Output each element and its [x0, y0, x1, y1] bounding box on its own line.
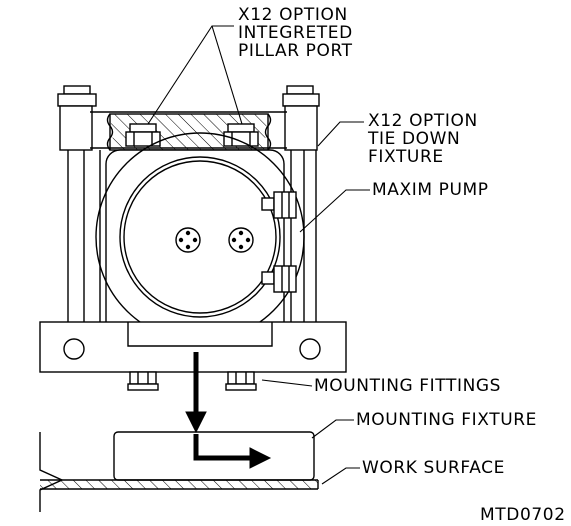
leader-pillar-port	[147, 25, 234, 125]
callout-maxim-pump: MAXIM PUMP	[372, 180, 489, 200]
placement-arrows	[185, 352, 272, 469]
leader-pillar-port-2	[211, 25, 243, 125]
leader-mounting-fixture	[311, 419, 354, 439]
leader-tie-down	[317, 121, 364, 147]
work-surface	[39, 432, 319, 512]
leader-work-surface	[321, 467, 360, 485]
left-tie-down-post	[57, 85, 101, 325]
leader-mounting-fittings	[261, 379, 313, 387]
mounting-fitting-right	[225, 371, 257, 391]
down-arrow-head	[185, 411, 207, 434]
leader-lines	[147, 25, 370, 485]
pump-side-port-lower	[261, 265, 297, 293]
pillar-port-fitting-right	[223, 123, 259, 147]
leader-maxim-pump	[299, 189, 370, 233]
callout-tie-down-fixture: X12 OPTION TIE DOWN FIXTURE	[368, 111, 478, 167]
pump-side-port-upper	[261, 191, 297, 219]
right-arrow	[193, 434, 252, 461]
mounting-fitting-left	[127, 371, 159, 391]
callout-mounting-fixture: MOUNTING FIXTURE	[356, 410, 538, 430]
drawing-number: MTD0702	[480, 505, 566, 525]
callout-work-surface: WORK SURFACE	[362, 458, 505, 478]
pillar-port-fitting-left	[125, 123, 161, 147]
right-arrow-head	[249, 447, 272, 469]
callout-pillar-port: X12 OPTION INTEGRETED PILLAR PORT	[238, 5, 353, 61]
callout-mounting-fittings: MOUNTING FITTINGS	[314, 376, 502, 396]
pump-base-plate	[39, 321, 347, 373]
maxim-pump-body	[95, 132, 305, 342]
